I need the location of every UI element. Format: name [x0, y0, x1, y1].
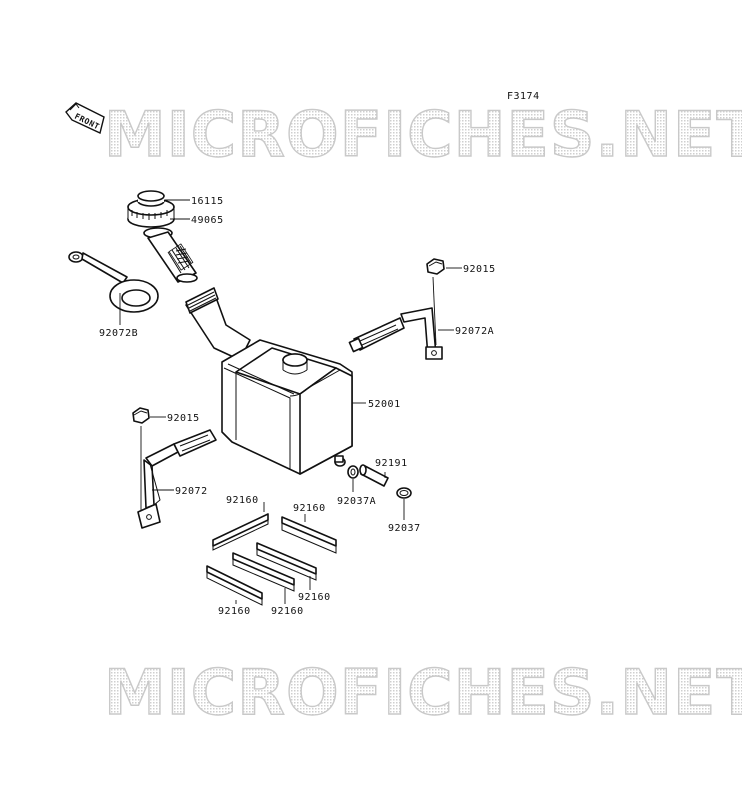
filler-cap	[127, 190, 175, 228]
callout-filter: 49065	[191, 215, 224, 226]
callout-band-right: 92072A	[455, 326, 494, 337]
pad-2	[281, 516, 337, 554]
callout-tank: 52001	[368, 399, 401, 410]
callout-pad-4: 92160	[271, 606, 304, 617]
callout-pad-5: 92160	[218, 606, 251, 617]
callout-band-left: 92072	[175, 486, 208, 497]
nut-left	[132, 407, 150, 424]
callout-grommet: 92037A	[337, 496, 376, 507]
pad-1	[212, 513, 269, 551]
callout-clamp: 92037	[388, 523, 421, 534]
leader-lines	[119, 199, 462, 604]
callout-nut-left: 92015	[167, 413, 200, 424]
grommet	[347, 465, 359, 479]
nut-right	[426, 258, 445, 275]
callout-pad-1: 92160	[226, 495, 259, 506]
band-right	[348, 276, 443, 360]
pad-5	[206, 565, 263, 606]
callout-gauge-strap: 92072B	[99, 328, 138, 339]
callout-pad-2: 92160	[293, 503, 326, 514]
band-left	[137, 426, 217, 529]
pad-3	[256, 542, 317, 581]
callout-cap: 16115	[191, 196, 224, 207]
hose	[359, 464, 389, 487]
callout-pad-3: 92160	[298, 592, 331, 603]
figure-code: F3174	[507, 91, 540, 102]
callout-nut-right: 92015	[463, 264, 496, 275]
oil-tank	[185, 287, 353, 475]
watermark-top: MICROFICHES.NET	[104, 98, 742, 171]
gauge-strap	[68, 251, 159, 313]
callout-hose: 92191	[375, 458, 408, 469]
front-arrow-icon: FRONT	[65, 102, 105, 134]
watermark-bottom: MICROFICHES.NET	[104, 656, 742, 729]
filler-filter	[143, 227, 198, 283]
pad-4	[232, 552, 295, 592]
clamp	[396, 487, 412, 499]
